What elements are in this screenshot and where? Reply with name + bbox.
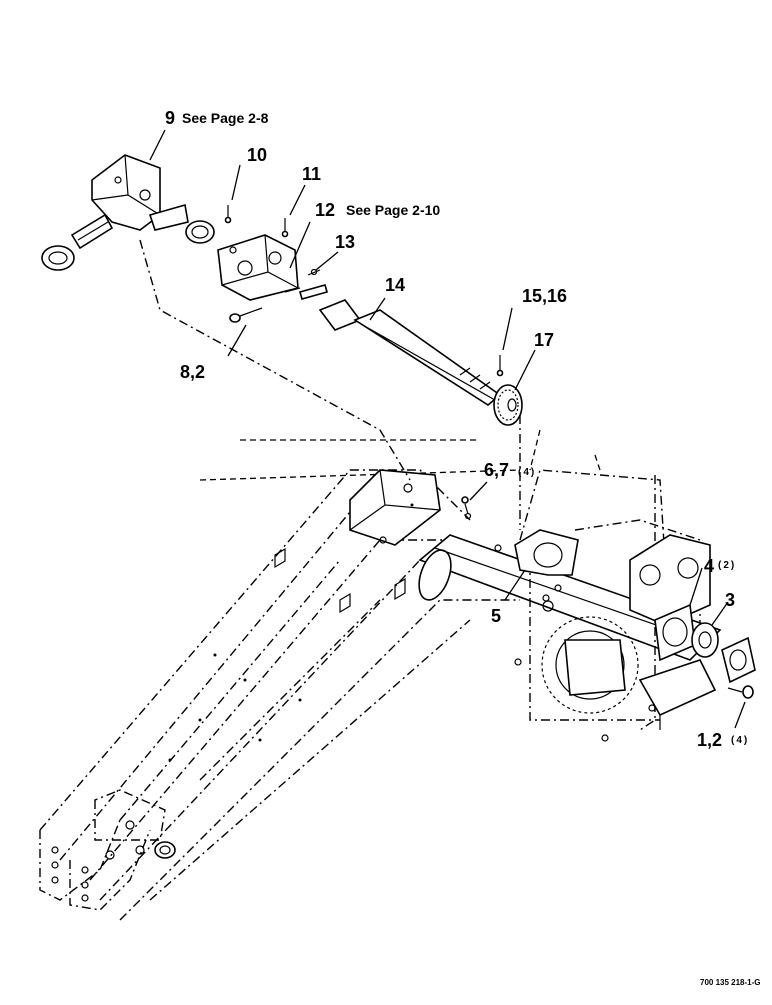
center-lines: [139, 239, 601, 530]
key-13: [299, 268, 328, 300]
gearbox-mount-pad: [349, 469, 441, 546]
bearing-bracket-5: [494, 529, 579, 576]
tongue-frame: [39, 439, 521, 921]
shaft-14: [318, 299, 502, 406]
pin-11: [281, 218, 289, 238]
callout-9: 9: [165, 108, 175, 128]
callout-6-7: 6,7: [484, 460, 509, 480]
callout-17: 17: [534, 330, 554, 350]
sprocket-17: [493, 384, 523, 426]
callout-3: 3: [725, 590, 735, 610]
bolt-8-2: [229, 307, 263, 323]
callout-14: 14: [385, 275, 405, 295]
callout-4: 4: [704, 556, 714, 576]
callout-labels: 9 See Page 2-8 10 11 12 See Page 2-10 13…: [165, 108, 749, 750]
bolt-6-7: [461, 496, 472, 520]
bolt-15-16: [496, 355, 504, 377]
pin-10: [224, 205, 232, 224]
callout-12-note: See Page 2-10: [346, 202, 440, 218]
bolt-1-2: [727, 685, 754, 699]
callout-9-note: See Page 2-8: [182, 110, 269, 126]
leader-lines: [149, 129, 746, 729]
bearing-3: [691, 622, 719, 658]
hitch-holes: [51, 820, 145, 902]
callout-1-2-qty: (4): [731, 735, 749, 746]
callout-10: 10: [247, 145, 267, 165]
callout-13: 13: [335, 232, 355, 252]
callout-1-2: 1,2: [697, 730, 722, 750]
callout-4-qty: (2): [718, 560, 736, 571]
callout-5: 5: [491, 606, 501, 626]
callout-6-7-qty: (4): [518, 467, 536, 478]
gearbox-9: [41, 154, 215, 271]
callout-11: 11: [302, 164, 321, 184]
flange-4: [654, 603, 696, 662]
figure-code: 700 135 218-1-G: [700, 978, 761, 987]
callout-12: 12: [315, 200, 335, 220]
right-housing: [514, 469, 717, 742]
callout-8-2: 8,2: [180, 362, 205, 382]
flange-plate-right: [721, 636, 756, 684]
callout-15-16: 15,16: [522, 286, 567, 306]
frame-holes: [168, 653, 302, 762]
clutch-12: [217, 234, 301, 301]
